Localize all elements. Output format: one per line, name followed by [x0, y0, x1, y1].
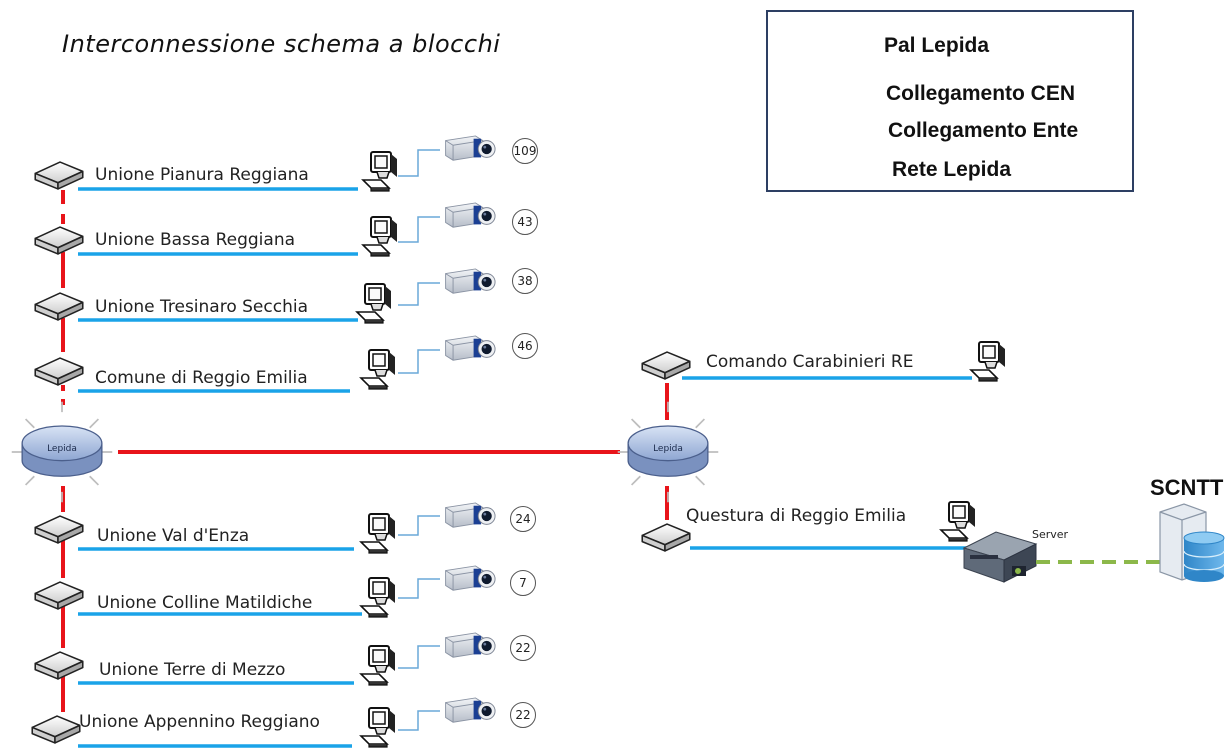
pal-lepida-questura-icon [641, 523, 691, 552]
entity-label: Unione Colline Matildiche [97, 593, 313, 613]
camera-count-badge: 109 [512, 138, 538, 164]
lepida-router-left-icon: Lepida [10, 400, 114, 504]
server-label: Server [1032, 528, 1069, 541]
pc-questura-icon [939, 500, 977, 543]
entity-label: Unione Pianura Reggiana [95, 165, 309, 185]
legend-box: Pal Lepida Collegamento CEN Collegamento… [766, 10, 1134, 192]
camera-count-badge: 22 [510, 635, 536, 661]
entity-label: Unione Bassa Reggiana [95, 230, 296, 250]
entity-label: Unione Appennino Reggiano [79, 712, 320, 732]
carabinieri-label: Comando Carabinieri RE [706, 352, 914, 372]
diagram-title: Interconnessione schema a blocchi [62, 30, 501, 58]
camera-count-badge: 46 [512, 333, 538, 359]
questura-label: Questura di Reggio Emilia [686, 506, 907, 526]
scntt-label: SCNTT [1150, 475, 1224, 500]
legend-ente-label: Collegamento Ente [888, 119, 1079, 142]
camera-count-badge: 22 [510, 702, 536, 728]
pc-icons-left [355, 150, 399, 749]
entity-label: Comune di Reggio Emilia [95, 368, 308, 388]
camera-count-badge: 7 [510, 570, 536, 596]
entity-label: Unione Terre di Mezzo [99, 660, 286, 680]
entity-label: Unione Val d'Enza [97, 526, 250, 546]
scntt-database-icon [1159, 503, 1225, 582]
camera-count-badge: 43 [512, 209, 538, 235]
lepida-router-right-icon: Lepida [616, 400, 720, 504]
legend-pal-lepida-label: Pal Lepida [884, 34, 990, 57]
camera-cables [398, 149, 440, 731]
pc-carabinieri-icon [969, 340, 1007, 383]
legend-rete-label: Rete Lepida [892, 158, 1012, 181]
pal-lepida-carabinieri-icon [641, 351, 691, 380]
camera-count-badge: 38 [512, 268, 538, 294]
server-icon [962, 531, 1038, 583]
entity-label: Unione Tresinaro Secchia [95, 297, 308, 317]
rete-lepida-backbone [61, 190, 669, 712]
camera-icons [445, 135, 496, 723]
router-right-label: Lepida [653, 444, 683, 454]
router-left-label: Lepida [47, 444, 77, 454]
collegamento-ente-links [78, 187, 972, 748]
legend-cen-label: Collegamento CEN [886, 82, 1076, 105]
camera-count-badge: 24 [510, 506, 536, 532]
